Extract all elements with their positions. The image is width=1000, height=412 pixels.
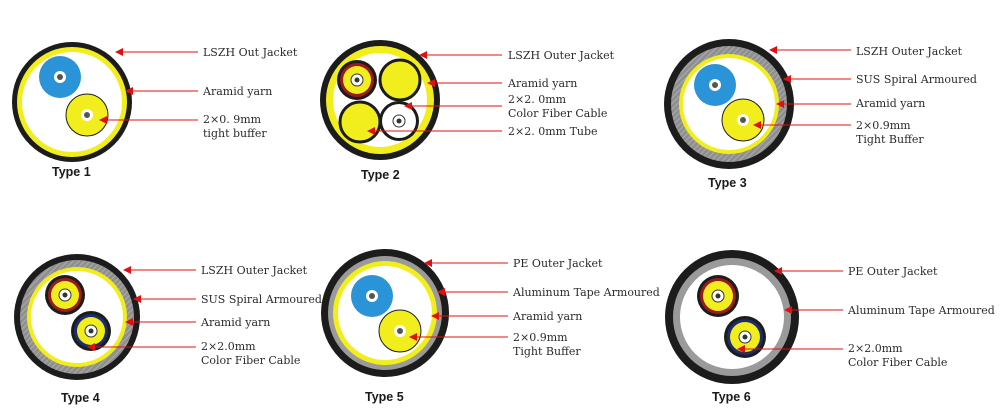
cable-type-5: PE Outer Jacket Aluminum Tape Armoured A… [321, 249, 660, 404]
label-fiber-type: Color Fiber Cable [508, 107, 607, 120]
cable-type-6: PE Outer Jacket Aluminum Tape Armoured 2… [665, 250, 995, 404]
label-aramid-yarn: Aramid yarn [200, 316, 270, 329]
label-fiber-size: 2×2.0mm [201, 340, 256, 353]
cable-type-1: LSZH Out Jacket Aramid yarn 2×0. 9mm tig… [12, 42, 298, 179]
label-aramid-yarn: Aramid yarn [512, 310, 582, 323]
tube [338, 100, 382, 144]
label-buffer-size: 2×0. 9mm [203, 113, 262, 126]
type-title: Type 6 [712, 390, 751, 404]
label-aramid-yarn: Aramid yarn [507, 77, 577, 90]
type-title: Type 4 [61, 391, 100, 405]
label-aramid-yarn: Aramid yarn [202, 85, 272, 98]
tight-buffer-blue [694, 64, 736, 106]
cable-type-4: LSZH Outer Jacket SUS Spiral Armoured Ar… [14, 254, 322, 405]
label-aramid-yarn: Aramid yarn [855, 97, 925, 110]
label-tube: 2×2. 0mm Tube [508, 125, 598, 138]
label-outer-jacket: PE Outer Jacket [513, 257, 603, 270]
label-armour: SUS Spiral Armoured [856, 73, 977, 86]
label-fiber-type: Color Fiber Cable [848, 356, 947, 369]
color-fiber-cable-navy [71, 311, 111, 351]
label-buffer-type: Tight Buffer [513, 345, 581, 358]
label-buffer-type: Tight Buffer [856, 133, 924, 146]
tight-buffer-yellow [378, 309, 422, 353]
label-buffer-type: tight buffer [203, 127, 267, 140]
color-fiber-cable-red [697, 275, 739, 317]
tube [378, 58, 422, 102]
color-fiber-cable-navy [379, 101, 419, 141]
label-buffer-size: 2×0.9mm [856, 119, 911, 132]
type-title: Type 3 [708, 176, 747, 190]
label-armour: SUS Spiral Armoured [201, 293, 322, 306]
label-outer-jacket: LSZH Out Jacket [203, 46, 298, 59]
tight-buffer-blue [351, 275, 393, 317]
cable-type-2: LSZH Outer Jacket Aramid yarn 2×2. 0mm C… [320, 40, 615, 182]
color-fiber-cable-navy [724, 316, 766, 358]
type-title: Type 5 [365, 390, 404, 404]
label-outer-jacket: LSZH Outer Jacket [856, 45, 963, 58]
cable-type-3: LSZH Outer Jacket SUS Spiral Armoured Ar… [664, 39, 977, 190]
label-buffer-size: 2×0.9mm [513, 331, 568, 344]
type-title: Type 1 [52, 165, 91, 179]
label-armour: Aluminum Tape Armoured [847, 304, 995, 317]
tight-buffer-blue [39, 56, 81, 98]
tight-buffer-yellow [65, 93, 109, 137]
label-fiber-size: 2×2.0mm [848, 342, 903, 355]
tight-buffer-yellow [721, 98, 765, 142]
type-title: Type 2 [361, 168, 400, 182]
label-outer-jacket: LSZH Outer Jacket [508, 49, 615, 62]
label-fiber-type: Color Fiber Cable [201, 354, 300, 367]
label-armour: Aluminum Tape Armoured [512, 286, 660, 299]
color-fiber-cable-red [337, 60, 377, 100]
label-fiber-size: 2×2. 0mm [508, 93, 567, 106]
label-outer-jacket: PE Outer Jacket [848, 265, 938, 278]
label-outer-jacket: LSZH Outer Jacket [201, 264, 308, 277]
color-fiber-cable-red [45, 275, 85, 315]
